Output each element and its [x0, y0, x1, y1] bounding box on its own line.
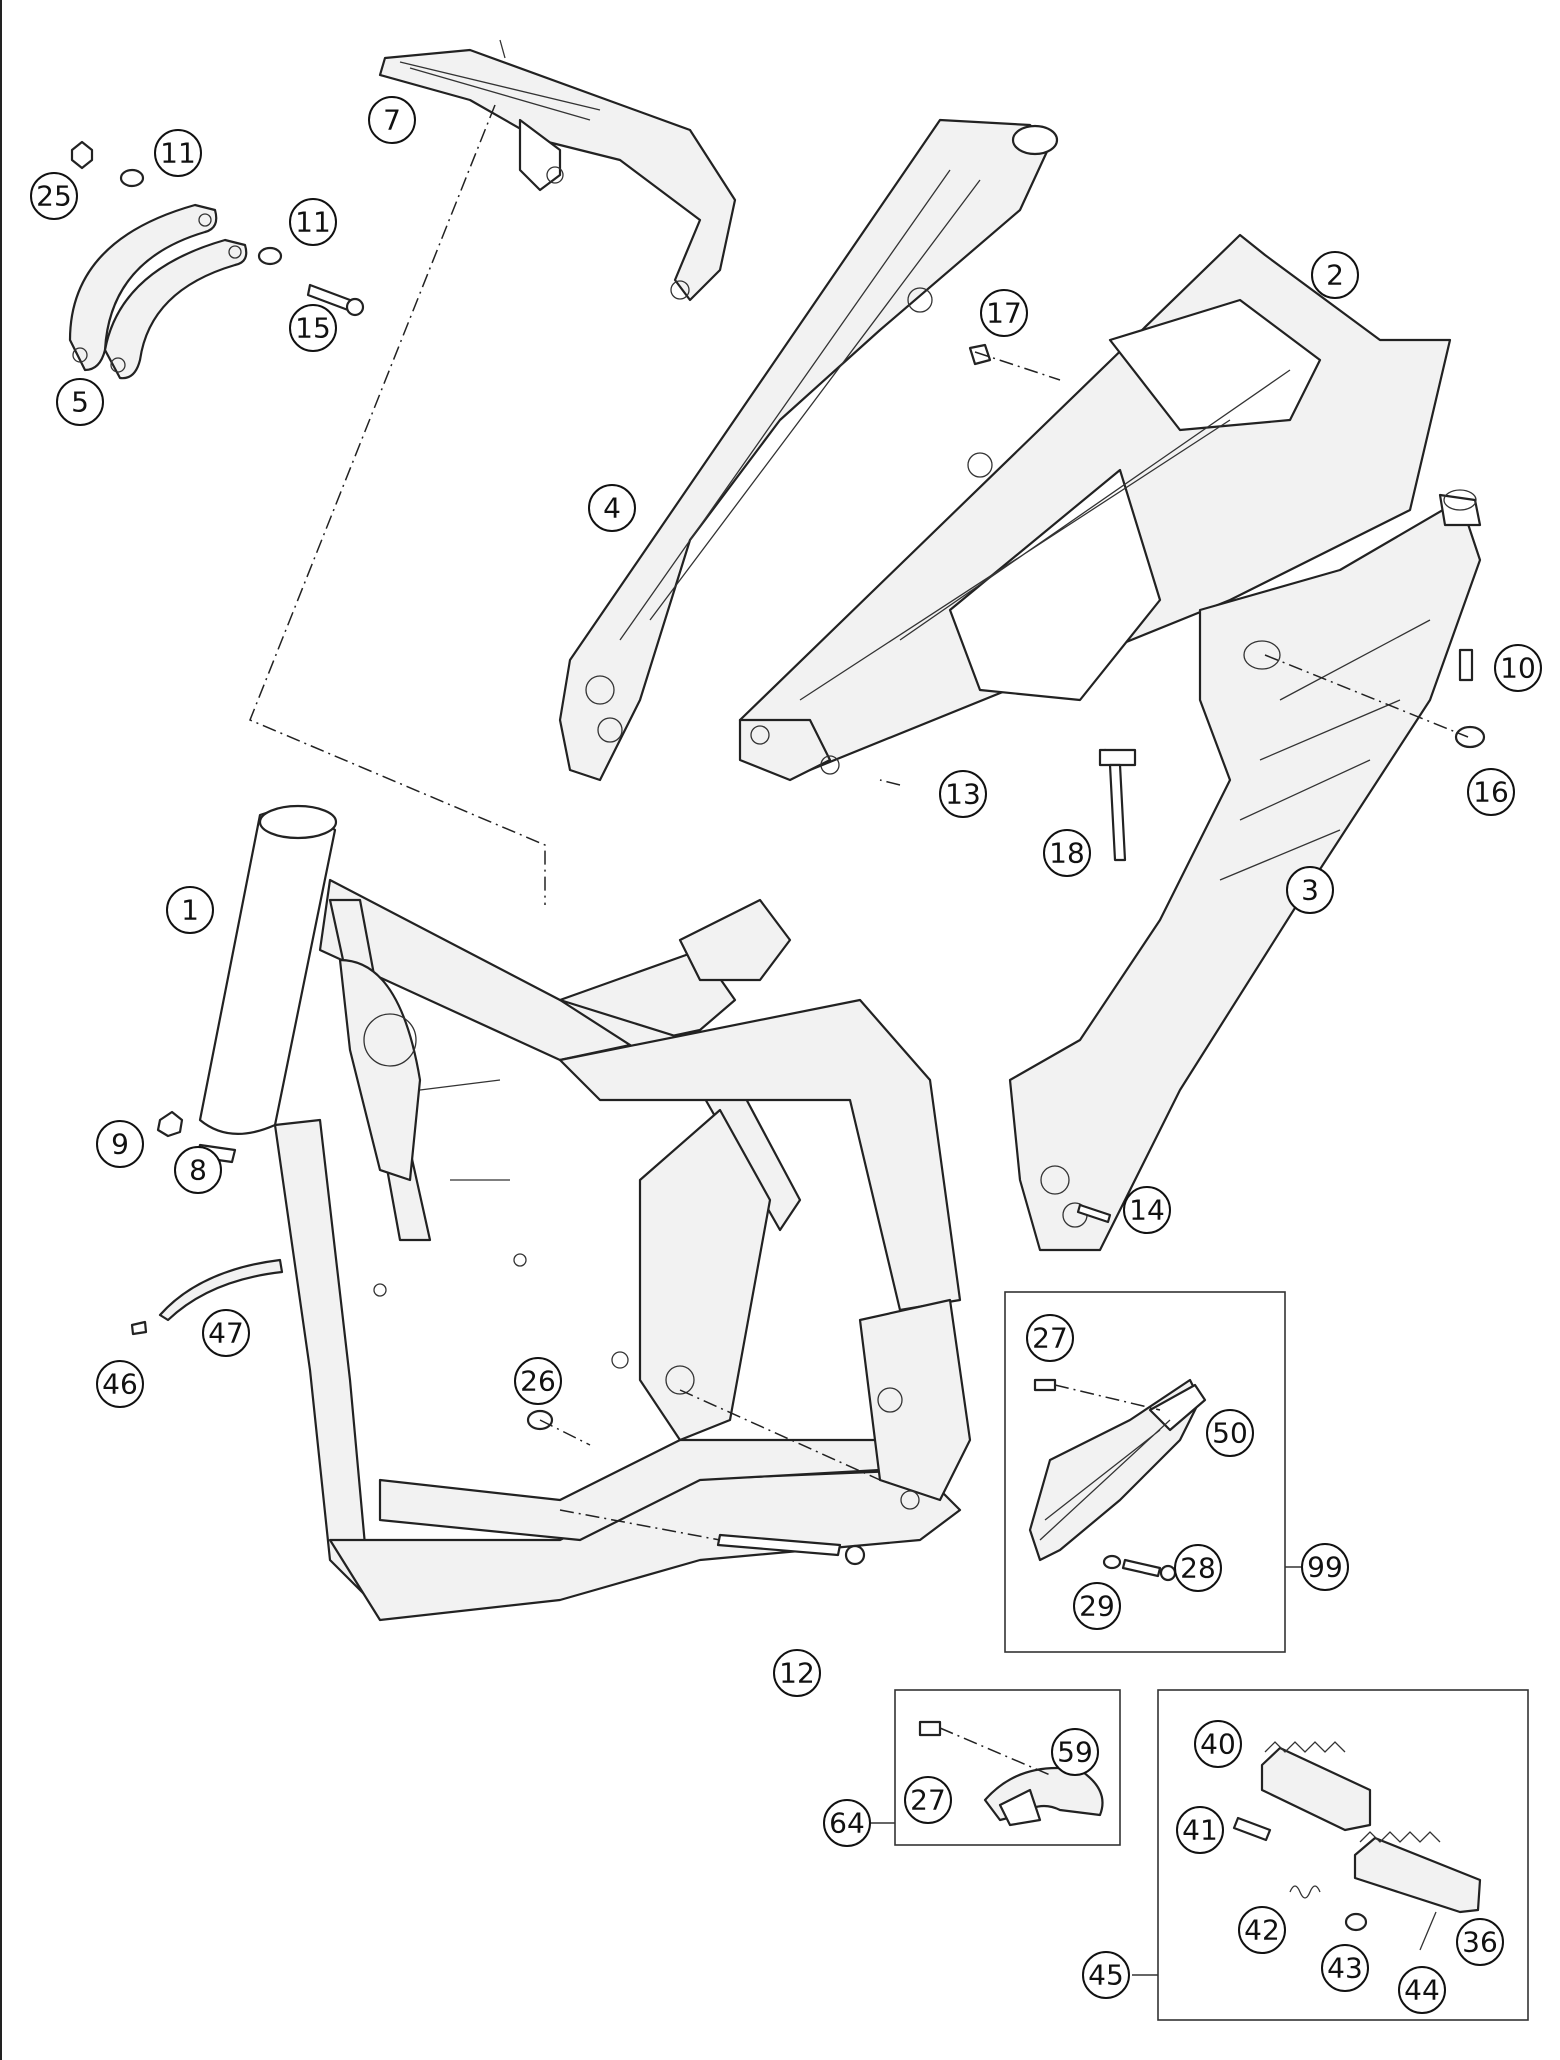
callout-label: 11	[160, 137, 196, 170]
callout-5: 5	[56, 378, 104, 426]
callout-10: 10	[1494, 644, 1542, 692]
callout-47: 47	[202, 1309, 250, 1357]
callout-label: 40	[1200, 1728, 1236, 1761]
callout-label: 3	[1301, 874, 1319, 907]
callout-17: 17	[980, 289, 1028, 337]
callout-2: 2	[1311, 251, 1359, 299]
callout-label: 50	[1212, 1417, 1248, 1450]
callout-label: 27	[910, 1784, 946, 1817]
callout-label: 45	[1088, 1959, 1124, 1992]
assembly-leaders	[249, 104, 1469, 1541]
callout-label: 14	[1129, 1194, 1165, 1227]
callout-label: 11	[295, 206, 331, 239]
callout-11-b: 11	[289, 198, 337, 246]
callout-label: 26	[520, 1365, 556, 1398]
callout-41: 41	[1176, 1806, 1224, 1854]
callout-64: 64	[823, 1799, 871, 1847]
callout-label: 12	[779, 1657, 815, 1690]
callout-label: 16	[1473, 776, 1509, 809]
callout-label: 41	[1182, 1814, 1218, 1847]
callout-7: 7	[368, 96, 416, 144]
callout-label: 4	[603, 492, 621, 525]
callout-label: 9	[111, 1128, 129, 1161]
callout-label: 15	[295, 312, 331, 345]
callout-label: 2	[1326, 259, 1344, 292]
callout-label: 44	[1404, 1974, 1440, 2007]
callout-label: 7	[383, 104, 401, 137]
callout-26: 26	[514, 1357, 562, 1405]
callout-43: 43	[1321, 1944, 1369, 1992]
callout-label: 8	[189, 1154, 207, 1187]
part-hardware	[70, 140, 1486, 1566]
part-bracket	[68, 203, 248, 380]
callout-15: 15	[289, 304, 337, 352]
callout-14: 14	[1123, 1186, 1171, 1234]
callout-28: 28	[1174, 1544, 1222, 1592]
callout-46: 46	[96, 1360, 144, 1408]
part-guard	[378, 39, 737, 302]
callout-label: 36	[1462, 1926, 1498, 1959]
callout-label: 29	[1079, 1590, 1115, 1623]
callout-18: 18	[1043, 829, 1091, 877]
callout-label: 27	[1032, 1322, 1068, 1355]
part-side-panel-left	[558, 118, 1059, 782]
callout-25: 25	[30, 172, 78, 220]
callout-label: 25	[36, 180, 72, 213]
callout-label: 64	[829, 1807, 865, 1840]
callout-9: 9	[96, 1120, 144, 1168]
callout-label: 5	[71, 386, 89, 419]
callout-16: 16	[1467, 768, 1515, 816]
callout-label: 46	[102, 1368, 138, 1401]
callout-40: 40	[1194, 1720, 1242, 1768]
kit-box-64	[870, 1689, 1121, 1846]
kit-box-99	[1004, 1291, 1302, 1653]
callout-label: 42	[1244, 1914, 1280, 1947]
callout-36: 36	[1456, 1918, 1504, 1966]
callout-27-b: 27	[904, 1776, 952, 1824]
kit-box-45	[1132, 1689, 1529, 2021]
callout-59: 59	[1051, 1728, 1099, 1776]
callout-label: 47	[208, 1317, 244, 1350]
callout-label: 28	[1180, 1552, 1216, 1585]
callout-label: 10	[1500, 652, 1536, 685]
callout-label: 99	[1307, 1551, 1343, 1584]
callout-3: 3	[1286, 866, 1334, 914]
callout-42: 42	[1238, 1906, 1286, 1954]
callout-50: 50	[1206, 1409, 1254, 1457]
callout-8: 8	[174, 1146, 222, 1194]
callout-44: 44	[1398, 1966, 1446, 2014]
callout-99: 99	[1301, 1543, 1349, 1591]
callout-29: 29	[1073, 1582, 1121, 1630]
callout-label: 43	[1327, 1952, 1363, 1985]
callout-label: 18	[1049, 837, 1085, 870]
callout-4: 4	[588, 484, 636, 532]
callout-45: 45	[1082, 1951, 1130, 1999]
callout-label: 59	[1057, 1736, 1093, 1769]
part-subframe	[738, 233, 1452, 782]
callout-27-a: 27	[1026, 1314, 1074, 1362]
callout-label: 17	[986, 297, 1022, 330]
callout-label: 13	[945, 778, 981, 811]
callout-1: 1	[166, 886, 214, 934]
callout-12: 12	[773, 1649, 821, 1697]
callout-11-a: 11	[154, 129, 202, 177]
callout-label: 1	[181, 894, 199, 927]
part-main-frame	[198, 804, 972, 1622]
part-side-panel-right	[1008, 489, 1482, 1252]
callout-13: 13	[939, 770, 987, 818]
